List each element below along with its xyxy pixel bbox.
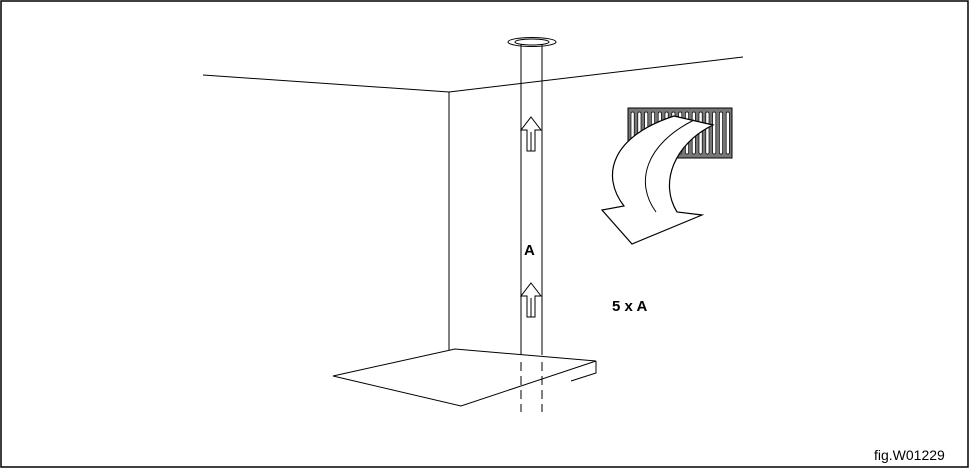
room-outline: [202, 56, 744, 367]
grille-slat: [705, 111, 710, 155]
exhaust-duct: [507, 37, 557, 412]
grille-slat: [719, 111, 723, 155]
vent-area-label: 5 x A: [612, 298, 647, 315]
floor-slab: [332, 348, 597, 407]
grille-slat: [712, 111, 717, 155]
airflow-arrow-lower: [519, 282, 543, 318]
duct-flange-inner: [514, 38, 550, 46]
figure-id: fig.W01229: [874, 447, 945, 463]
airflow-arrow-upper: [519, 116, 543, 152]
ceiling-left-edge: [202, 74, 450, 93]
inflow-arrow: [600, 115, 715, 245]
ceiling-right-edge: [448, 56, 744, 93]
grille-slat: [725, 111, 730, 155]
inflow-arrow-center-line: [644, 119, 695, 213]
pipe-label: A: [524, 242, 535, 259]
